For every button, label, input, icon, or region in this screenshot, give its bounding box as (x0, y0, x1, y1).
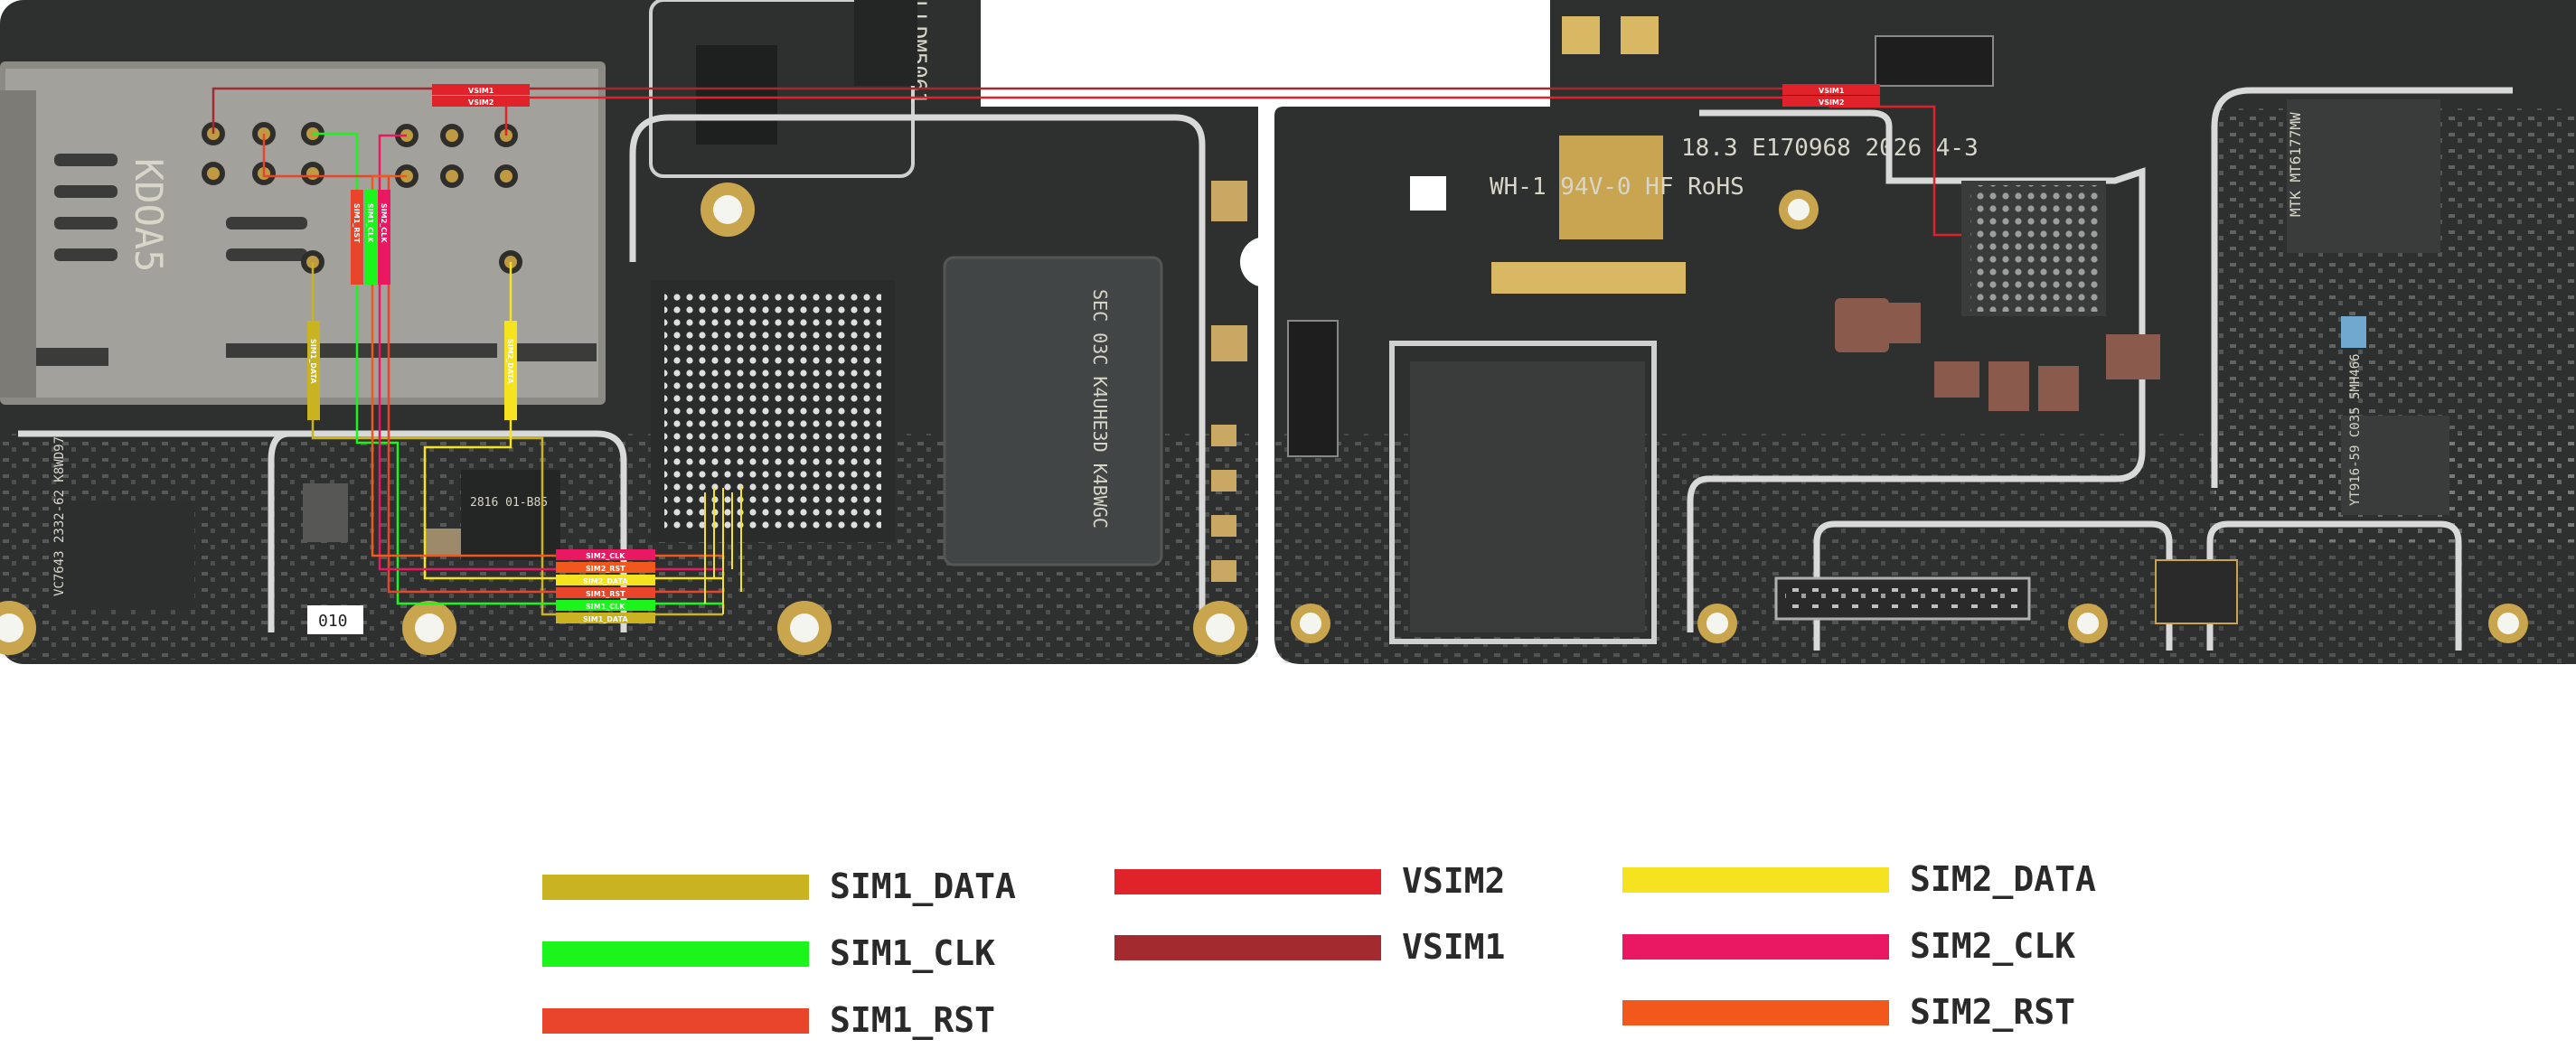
legend-swatch (1622, 934, 1889, 960)
legend-swatch (1114, 935, 1381, 960)
chip-small-marking: YT916-59 C035 5MH466 (2348, 353, 2363, 506)
legend: SIM1_DATA SIM1_CLK SIM1_RST VSIM2 VSIM1 … (0, 669, 2576, 1058)
legend-label: SIM2_DATA (1910, 859, 2096, 899)
sim-tray-marking: KDOA5 (127, 158, 171, 272)
right-pcb: WH-1 94V-0 HF RoHS 18.3 E170968 2026 4-3… (1274, 0, 2576, 664)
trace-sim2-clk (378, 134, 723, 571)
chip-lower-left-marking: VC7643 2332-62 K8WD97 (52, 436, 67, 596)
legend-label: SIM1_CLK (830, 933, 996, 973)
date-block: 18.3 E170968 2026 4-3 (1681, 135, 1979, 162)
legend-label: SIM1_RST (830, 1000, 996, 1040)
sim-tray: KDOA5 (0, 61, 606, 405)
ul-block: WH-1 94V-0 HF RoHS (1490, 173, 1744, 201)
stag-5: SIM1_CLK (586, 603, 625, 611)
vtag-sim1-clk: SIM1_CLK (366, 203, 374, 243)
chip-right-marking: 2816 01-B85 (470, 496, 548, 510)
legend-label: SIM2_RST (1910, 992, 2076, 1032)
legend-label: SIM1_DATA (830, 866, 1016, 906)
stag-6: SIM1_DATA (583, 615, 628, 623)
right-tag-vsim1: VSIM1 (1819, 87, 1845, 95)
chip-bottom-label: 010 (318, 612, 348, 631)
vertical-tags: SIM1_DATA SIM1_RST SIM1_CLK SIM2_CLK SIM… (307, 190, 517, 420)
legend-swatch (542, 1008, 809, 1034)
legend-swatch (1622, 1000, 1889, 1025)
memory-ic: SEC 03C K4UHE3D K4BWGC (943, 256, 1163, 566)
legend-swatch (1114, 869, 1381, 894)
left-tag-vsim1: VSIM1 (468, 87, 494, 95)
stacked-tags: SIM2_CLK SIM2_RST SIM2_DATA SIM1_RST SIM… (556, 549, 655, 623)
pcb-diagram: KDOA5 LLDM5061 SEC 03C K4UHE3D K4BWGC VC… (0, 0, 2576, 664)
legend-swatch (542, 941, 809, 967)
legend-swatch (1622, 867, 1889, 893)
vtag-sim1-data: SIM1_DATA (309, 339, 317, 384)
legend-label: VSIM2 (1402, 861, 1506, 901)
vtag-sim2-clk: SIM2_CLK (380, 203, 388, 243)
legend-label: SIM2_CLK (1910, 926, 2076, 966)
trace-sim2-rst (371, 174, 723, 557)
legend-swatch (542, 875, 809, 900)
stag-2: SIM2_RST (586, 565, 625, 573)
legend-label: VSIM1 (1402, 927, 1506, 967)
bga-chip (651, 280, 895, 542)
stag-4: SIM1_RST (586, 590, 625, 598)
stag-3: SIM2_DATA (583, 577, 628, 585)
right-top-tags: VSIM1 VSIM2 (1782, 84, 1880, 107)
chip-mtk-marking: MTK MT6177MW (2287, 112, 2304, 217)
right-tag-vsim2: VSIM2 (1819, 98, 1844, 107)
vtag-sim1-rst: SIM1_RST (353, 203, 361, 243)
soc-chip (1389, 341, 1657, 644)
left-tag-vsim2: VSIM2 (468, 98, 494, 107)
vtag-sim2-data: SIM2_DATA (506, 339, 514, 384)
left-top-tags: VSIM1 VSIM2 (432, 84, 530, 107)
stag-1: SIM2_CLK (586, 552, 625, 560)
memory-ic-marking: SEC 03C K4UHE3D K4BWGC (1089, 289, 1111, 529)
trace-sim1-clk (313, 132, 723, 605)
left-pcb: KDOA5 LLDM5061 SEC 03C K4UHE3D K4BWGC VC… (0, 0, 1258, 664)
